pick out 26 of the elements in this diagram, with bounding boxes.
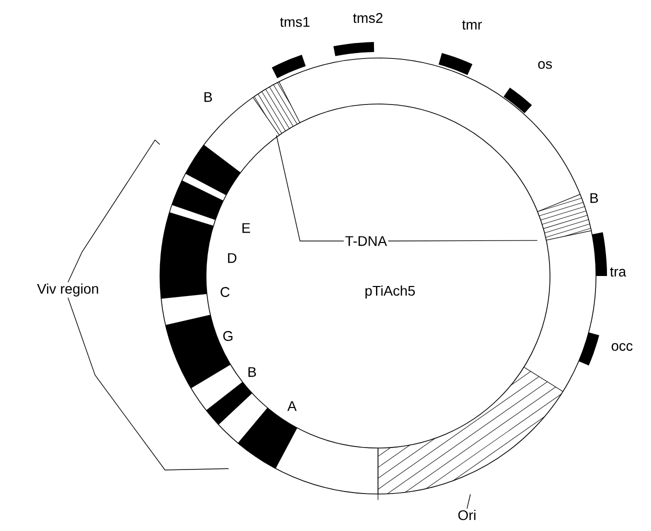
- leader-line: [276, 134, 344, 242]
- gene-label: E: [242, 223, 250, 233]
- gene-label: B: [204, 92, 212, 102]
- gene-label: tms2: [353, 13, 382, 23]
- gene-label: C: [220, 287, 230, 297]
- leader-line: [388, 240, 538, 242]
- leader-line: [68, 297, 229, 470]
- leader-line: [68, 139, 160, 283]
- gene-label: tmr: [462, 20, 482, 30]
- region-label: T-DNA: [345, 236, 387, 246]
- gene-label: D: [228, 253, 236, 263]
- gene-label: A: [287, 401, 297, 411]
- ori-hatched-region: [378, 366, 564, 500]
- gene-label: G: [223, 331, 232, 341]
- region-label: Ori: [458, 510, 476, 520]
- gene-label: occ: [612, 343, 633, 351]
- gene-label: B: [248, 367, 256, 377]
- gene-label: tms1: [280, 17, 310, 27]
- gene-label: tra: [610, 267, 626, 277]
- gene-label: os: [538, 61, 552, 69]
- region-label: Viv region: [37, 283, 98, 297]
- gene-label: pTiAch5: [366, 285, 415, 299]
- viv-gene-blocks: [160, 144, 298, 468]
- gene-label: B: [590, 193, 598, 203]
- leader-line: [466, 494, 471, 510]
- border-hatch: [537, 194, 592, 240]
